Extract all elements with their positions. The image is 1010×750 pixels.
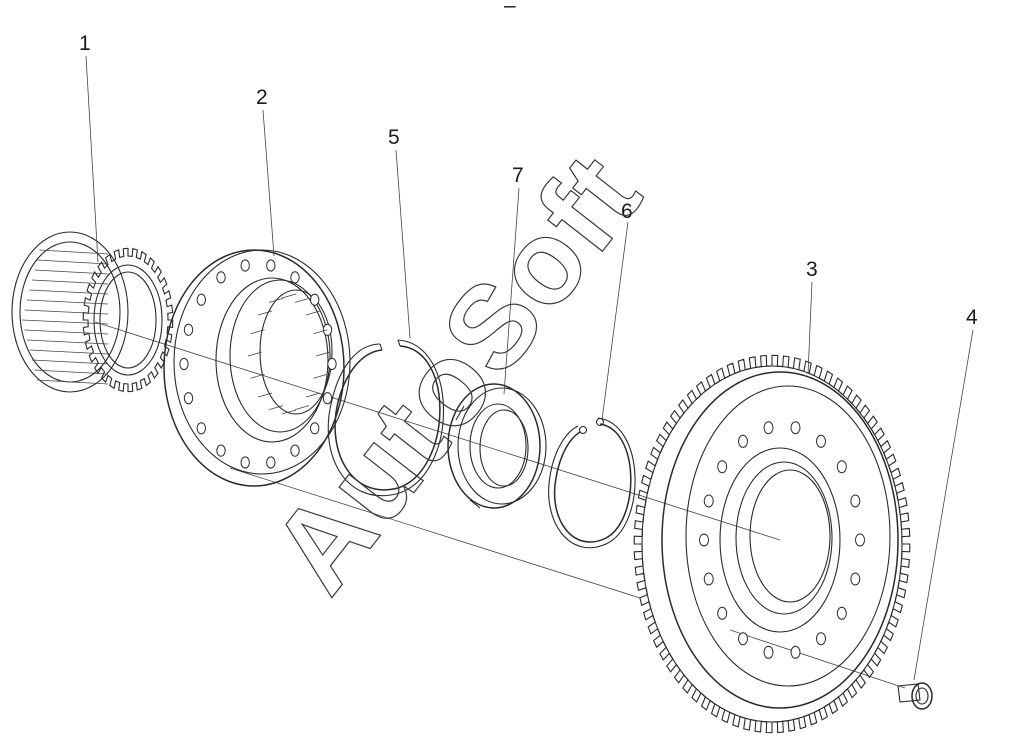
callout-5: 5: [388, 126, 400, 149]
callout-4: 4: [966, 306, 978, 329]
part-7-bearing: [447, 383, 547, 509]
callout-7: 7: [512, 164, 524, 187]
callout-2: 2: [256, 86, 268, 109]
callout-1: 1: [79, 32, 91, 55]
part-5-snap-ring: [327, 339, 444, 497]
part-6-circlip: [548, 417, 636, 549]
callout-leaders: [85, 55, 974, 681]
callout-3: 3: [806, 258, 818, 281]
top-mark: ˋ–: [497, 0, 516, 17]
part-4-bolt: [897, 682, 933, 710]
part-3-large-gear: [633, 354, 911, 734]
watermark-autosoft: AutoSoft: [246, 130, 666, 616]
callout-numbers: 1 2 3 4 5 6 7: [79, 32, 978, 329]
part-1-splined-gear: [11, 231, 174, 393]
callout-6: 6: [621, 200, 633, 223]
